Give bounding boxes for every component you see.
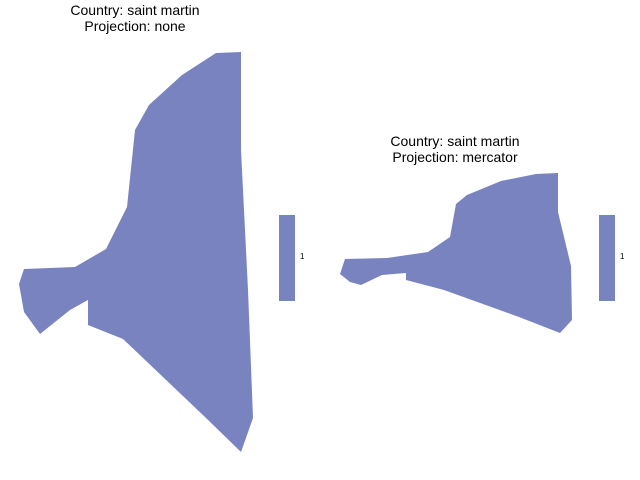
country-label: Country: saint martin: [70, 2, 200, 18]
saint-martin-shape: [19, 52, 253, 452]
legend-color-bar: [599, 215, 615, 301]
legend-tick: [295, 257, 298, 258]
country-shape-map: [19, 52, 253, 452]
legend-label: 1: [300, 252, 305, 261]
saint-martin-shape: [340, 173, 572, 333]
legend: 1: [279, 215, 319, 305]
projection-label: Projection: none: [84, 18, 186, 34]
projection-label: Projection: mercator: [392, 149, 518, 165]
legend-label: 1: [620, 252, 625, 261]
country-label: Country: saint martin: [390, 133, 520, 149]
country-shape-map: [340, 173, 572, 333]
legend-tick: [615, 257, 618, 258]
legend-color-bar: [279, 215, 295, 301]
map-panel-mercator-projection: Country: saint martin Projection: mercat…: [320, 0, 640, 480]
panel-title: Country: saint martin Projection: none: [0, 2, 295, 34]
panel-title: Country: saint martin Projection: mercat…: [295, 133, 615, 165]
legend: 1: [599, 215, 639, 305]
map-panel-no-projection: Country: saint martin Projection: none 1: [0, 2, 319, 452]
